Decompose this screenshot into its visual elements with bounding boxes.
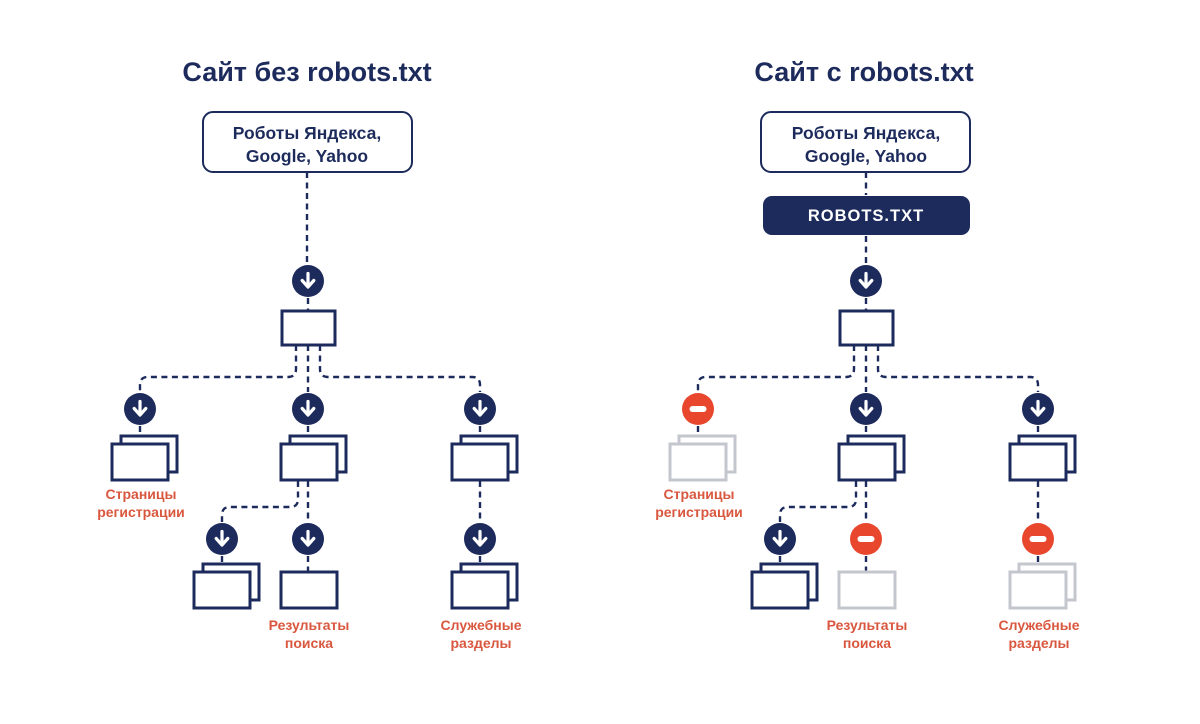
- dashed-connector-branches: [696, 345, 1040, 392]
- documents-stack-icon: [750, 562, 819, 610]
- arrow-down-icon: [762, 521, 798, 557]
- search-robots-box-line: Google, Yahoo: [246, 146, 368, 166]
- documents-stack-icon: [192, 562, 261, 610]
- label-service-sections: Служебные разделы: [441, 617, 522, 651]
- arrow-down-icon: [290, 391, 326, 427]
- no-entry-icon: [1022, 523, 1054, 555]
- arrow-down-icon: [122, 391, 158, 427]
- robots-txt-bar-frame: [763, 196, 970, 235]
- panel-site-with-robots: Сайт с robots.txt Роботы Яндекса, Google…: [655, 57, 1079, 651]
- search-robots-box: Роботы Яндекса, Google, Yahoo: [202, 111, 413, 173]
- no-entry-icon: [850, 523, 882, 555]
- label-registration-pages: Страницы регистрации: [97, 486, 185, 520]
- robots-txt-label: ROBOTS.TXT: [808, 207, 924, 225]
- label-line: Результаты: [269, 617, 350, 633]
- label-line: Страницы: [664, 486, 735, 502]
- dashed-connector-vertical: [696, 172, 1040, 571]
- label-line: регистрации: [655, 504, 743, 520]
- arrow-down-icon: [462, 391, 498, 427]
- search-robots-box-line: Роботы Яндекса,: [233, 123, 381, 143]
- documents-stack-disabled-icon: [668, 434, 737, 482]
- documents-stack-icon: [450, 562, 519, 610]
- robots-txt-bar: ROBOTS.TXT: [763, 196, 970, 235]
- label-registration-pages: Страницы регистрации: [655, 486, 743, 520]
- panel-title: Сайт без robots.txt: [182, 57, 431, 87]
- arrow-down-icon: [290, 521, 326, 557]
- label-line: регистрации: [97, 504, 185, 520]
- document-disabled-icon: [837, 570, 897, 610]
- label-service-sections: Служебные разделы: [999, 617, 1080, 651]
- label-line: Служебные: [441, 617, 522, 633]
- search-robots-box-line: Google, Yahoo: [805, 146, 927, 166]
- site-node-box: [838, 309, 895, 347]
- documents-stack-disabled-icon: [1008, 562, 1077, 610]
- dashed-connector-subbranches: [220, 481, 310, 522]
- search-robots-box-line: Роботы Яндекса,: [792, 123, 940, 143]
- arrow-down-icon: [848, 263, 884, 299]
- dashed-connector-branches: [138, 345, 482, 392]
- arrow-down-icon: [462, 521, 498, 557]
- panel-site-without-robots: Сайт без robots.txt Роботы Яндекса, Goog…: [97, 57, 521, 651]
- label-search-results: Результаты поиска: [827, 617, 908, 651]
- label-line: поиска: [285, 635, 333, 651]
- label-line: разделы: [1009, 635, 1070, 651]
- documents-stack-icon: [110, 434, 179, 482]
- arrow-down-icon: [1020, 391, 1056, 427]
- site-node-box: [280, 309, 337, 347]
- documents-stack-icon: [1008, 434, 1077, 482]
- documents-stack-icon: [279, 434, 348, 482]
- label-line: Служебные: [999, 617, 1080, 633]
- documents-stack-icon: [450, 434, 519, 482]
- dashed-connector-subbranches: [778, 481, 868, 522]
- panel-title: Сайт с robots.txt: [754, 57, 973, 87]
- document-icon: [279, 570, 339, 610]
- arrow-down-icon: [848, 391, 884, 427]
- arrow-down-icon: [204, 521, 240, 557]
- label-line: Результаты: [827, 617, 908, 633]
- arrow-down-icon: [290, 263, 326, 299]
- dashed-connector-vertical: [138, 172, 482, 571]
- no-entry-icon: [682, 393, 714, 425]
- label-line: Страницы: [106, 486, 177, 502]
- label-line: разделы: [451, 635, 512, 651]
- search-robots-box: Роботы Яндекса, Google, Yahoo: [760, 111, 971, 173]
- documents-stack-icon: [837, 434, 906, 482]
- label-search-results: Результаты поиска: [269, 617, 350, 651]
- label-line: поиска: [843, 635, 891, 651]
